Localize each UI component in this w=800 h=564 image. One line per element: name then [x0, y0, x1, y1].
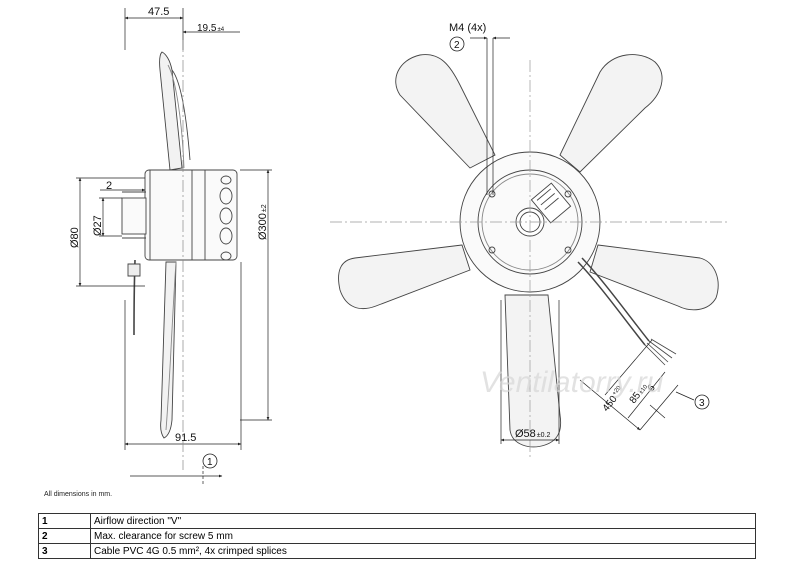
legend-text: Cable PVC 4G 0.5 mm², 4x crimped splices: [90, 543, 756, 559]
screw-hole-1: [488, 190, 496, 198]
legend-table: 1 Airflow direction "V" 2 Max. clearance…: [38, 513, 756, 559]
legend-text: Airflow direction "V": [90, 513, 756, 529]
callout-3: 3: [694, 394, 710, 410]
svg-text:3: 3: [699, 398, 705, 409]
watermark: Ventilatorry.ru: [480, 366, 664, 399]
rating-label: [530, 182, 572, 224]
legend-num: 3: [38, 543, 91, 559]
svg-text:2: 2: [454, 40, 460, 51]
fan-technical-drawing: 47.5 19.5±4 2 Ø80 Ø27 Ø300±2 91.5 1: [69, 6, 730, 486]
side-lower-blade: [160, 261, 177, 439]
blade-upper-left: [395, 54, 496, 169]
cooling-slots: [219, 175, 233, 261]
side-view: [121, 51, 238, 439]
dim-clearance: 2: [106, 180, 112, 192]
side-upper-blade: [159, 51, 183, 171]
legend-row: 3 Cable PVC 4G 0.5 mm², 4x crimped splic…: [38, 543, 756, 559]
dim-dia-27: Ø27: [92, 215, 104, 236]
legend-row: 1 Airflow direction "V": [38, 513, 756, 529]
blade-left: [338, 244, 471, 310]
callout-2: 2: [449, 36, 465, 52]
callout-1: 1: [202, 453, 218, 469]
screw-hole-4: [564, 246, 572, 254]
dim-hub-offset: 19.5±4: [197, 23, 225, 34]
dim-width-total: 47.5: [148, 6, 169, 18]
dim-depth: 91.5: [175, 432, 196, 444]
legend-num: 1: [38, 513, 91, 529]
dim-dia-80: Ø80: [69, 227, 81, 248]
blade-right: [589, 244, 719, 311]
screw-hole-3: [488, 246, 496, 254]
legend-text: Max. clearance for screw 5 mm: [90, 528, 756, 544]
cable-wires: [644, 338, 677, 366]
dim-dia-300: Ø300±2: [257, 204, 269, 240]
front-blades: [338, 54, 719, 448]
units-note: All dimensions in mm.: [44, 491, 113, 498]
front-cable: [577, 261, 646, 346]
dim-screw: M4 (4x): [449, 22, 486, 34]
dim-cable-end: 6: [646, 382, 658, 394]
svg-text:1: 1: [207, 457, 213, 468]
blade-upper-right: [559, 54, 663, 173]
dim-dia-58: Ø58±0.2: [515, 428, 550, 440]
legend-row: 2 Max. clearance for screw 5 mm: [38, 528, 756, 544]
screw-hole-2: [564, 190, 572, 198]
legend-num: 2: [38, 528, 91, 544]
